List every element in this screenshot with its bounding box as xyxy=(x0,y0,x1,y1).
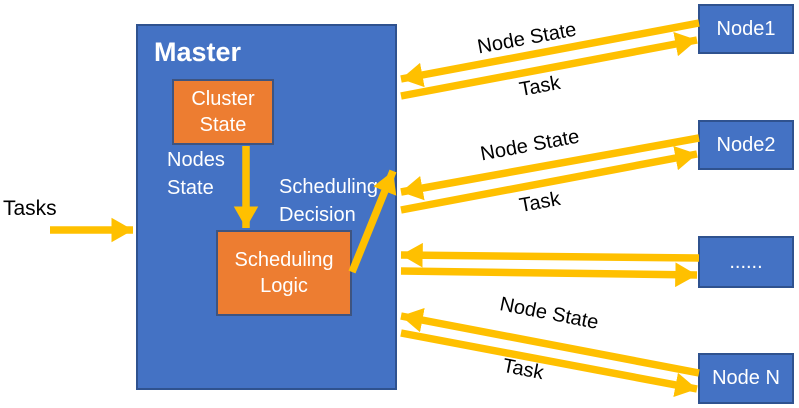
node1-task-arrow-label: Task xyxy=(517,71,563,102)
cluster-state-label: Cluster State xyxy=(191,87,255,136)
master-title: Master xyxy=(154,37,242,67)
node1-node-state-arrow-label: Node State xyxy=(475,18,579,59)
nodes-state-label: Nodes State xyxy=(167,149,225,199)
node-ellipsis-label: ...... xyxy=(729,250,763,273)
node2-task-arrow-label: Task xyxy=(517,187,563,218)
node-n-node-state-arrow-label: Node State xyxy=(497,293,601,334)
cluster-state-box: Cluster State xyxy=(172,79,274,145)
node-n-task-arrow xyxy=(400,329,698,398)
node-n-task-arrow-label: Task xyxy=(500,354,546,385)
node2-box: Node2 xyxy=(698,120,794,170)
node-n-label: Node N xyxy=(712,367,780,389)
node-n-box: Node N xyxy=(698,353,794,404)
scheduling-logic-box: Scheduling Logic xyxy=(216,230,352,316)
scheduling-logic-label: Scheduling Logic xyxy=(234,248,334,297)
node-ellipsis-box: ...... xyxy=(698,236,794,288)
node2-label: Node2 xyxy=(716,133,776,156)
node-ellipsis-node-state-arrow xyxy=(400,242,700,268)
tasks-input-label: Tasks xyxy=(3,197,57,220)
node2-node-state-arrow-label: Node State xyxy=(478,125,582,166)
node-ellipsis-task-arrow xyxy=(400,262,698,288)
node1-label: Node1 xyxy=(716,17,776,40)
scheduling-decision-label: Scheduling Decision xyxy=(279,176,378,226)
node1-box: Node1 xyxy=(698,4,794,54)
